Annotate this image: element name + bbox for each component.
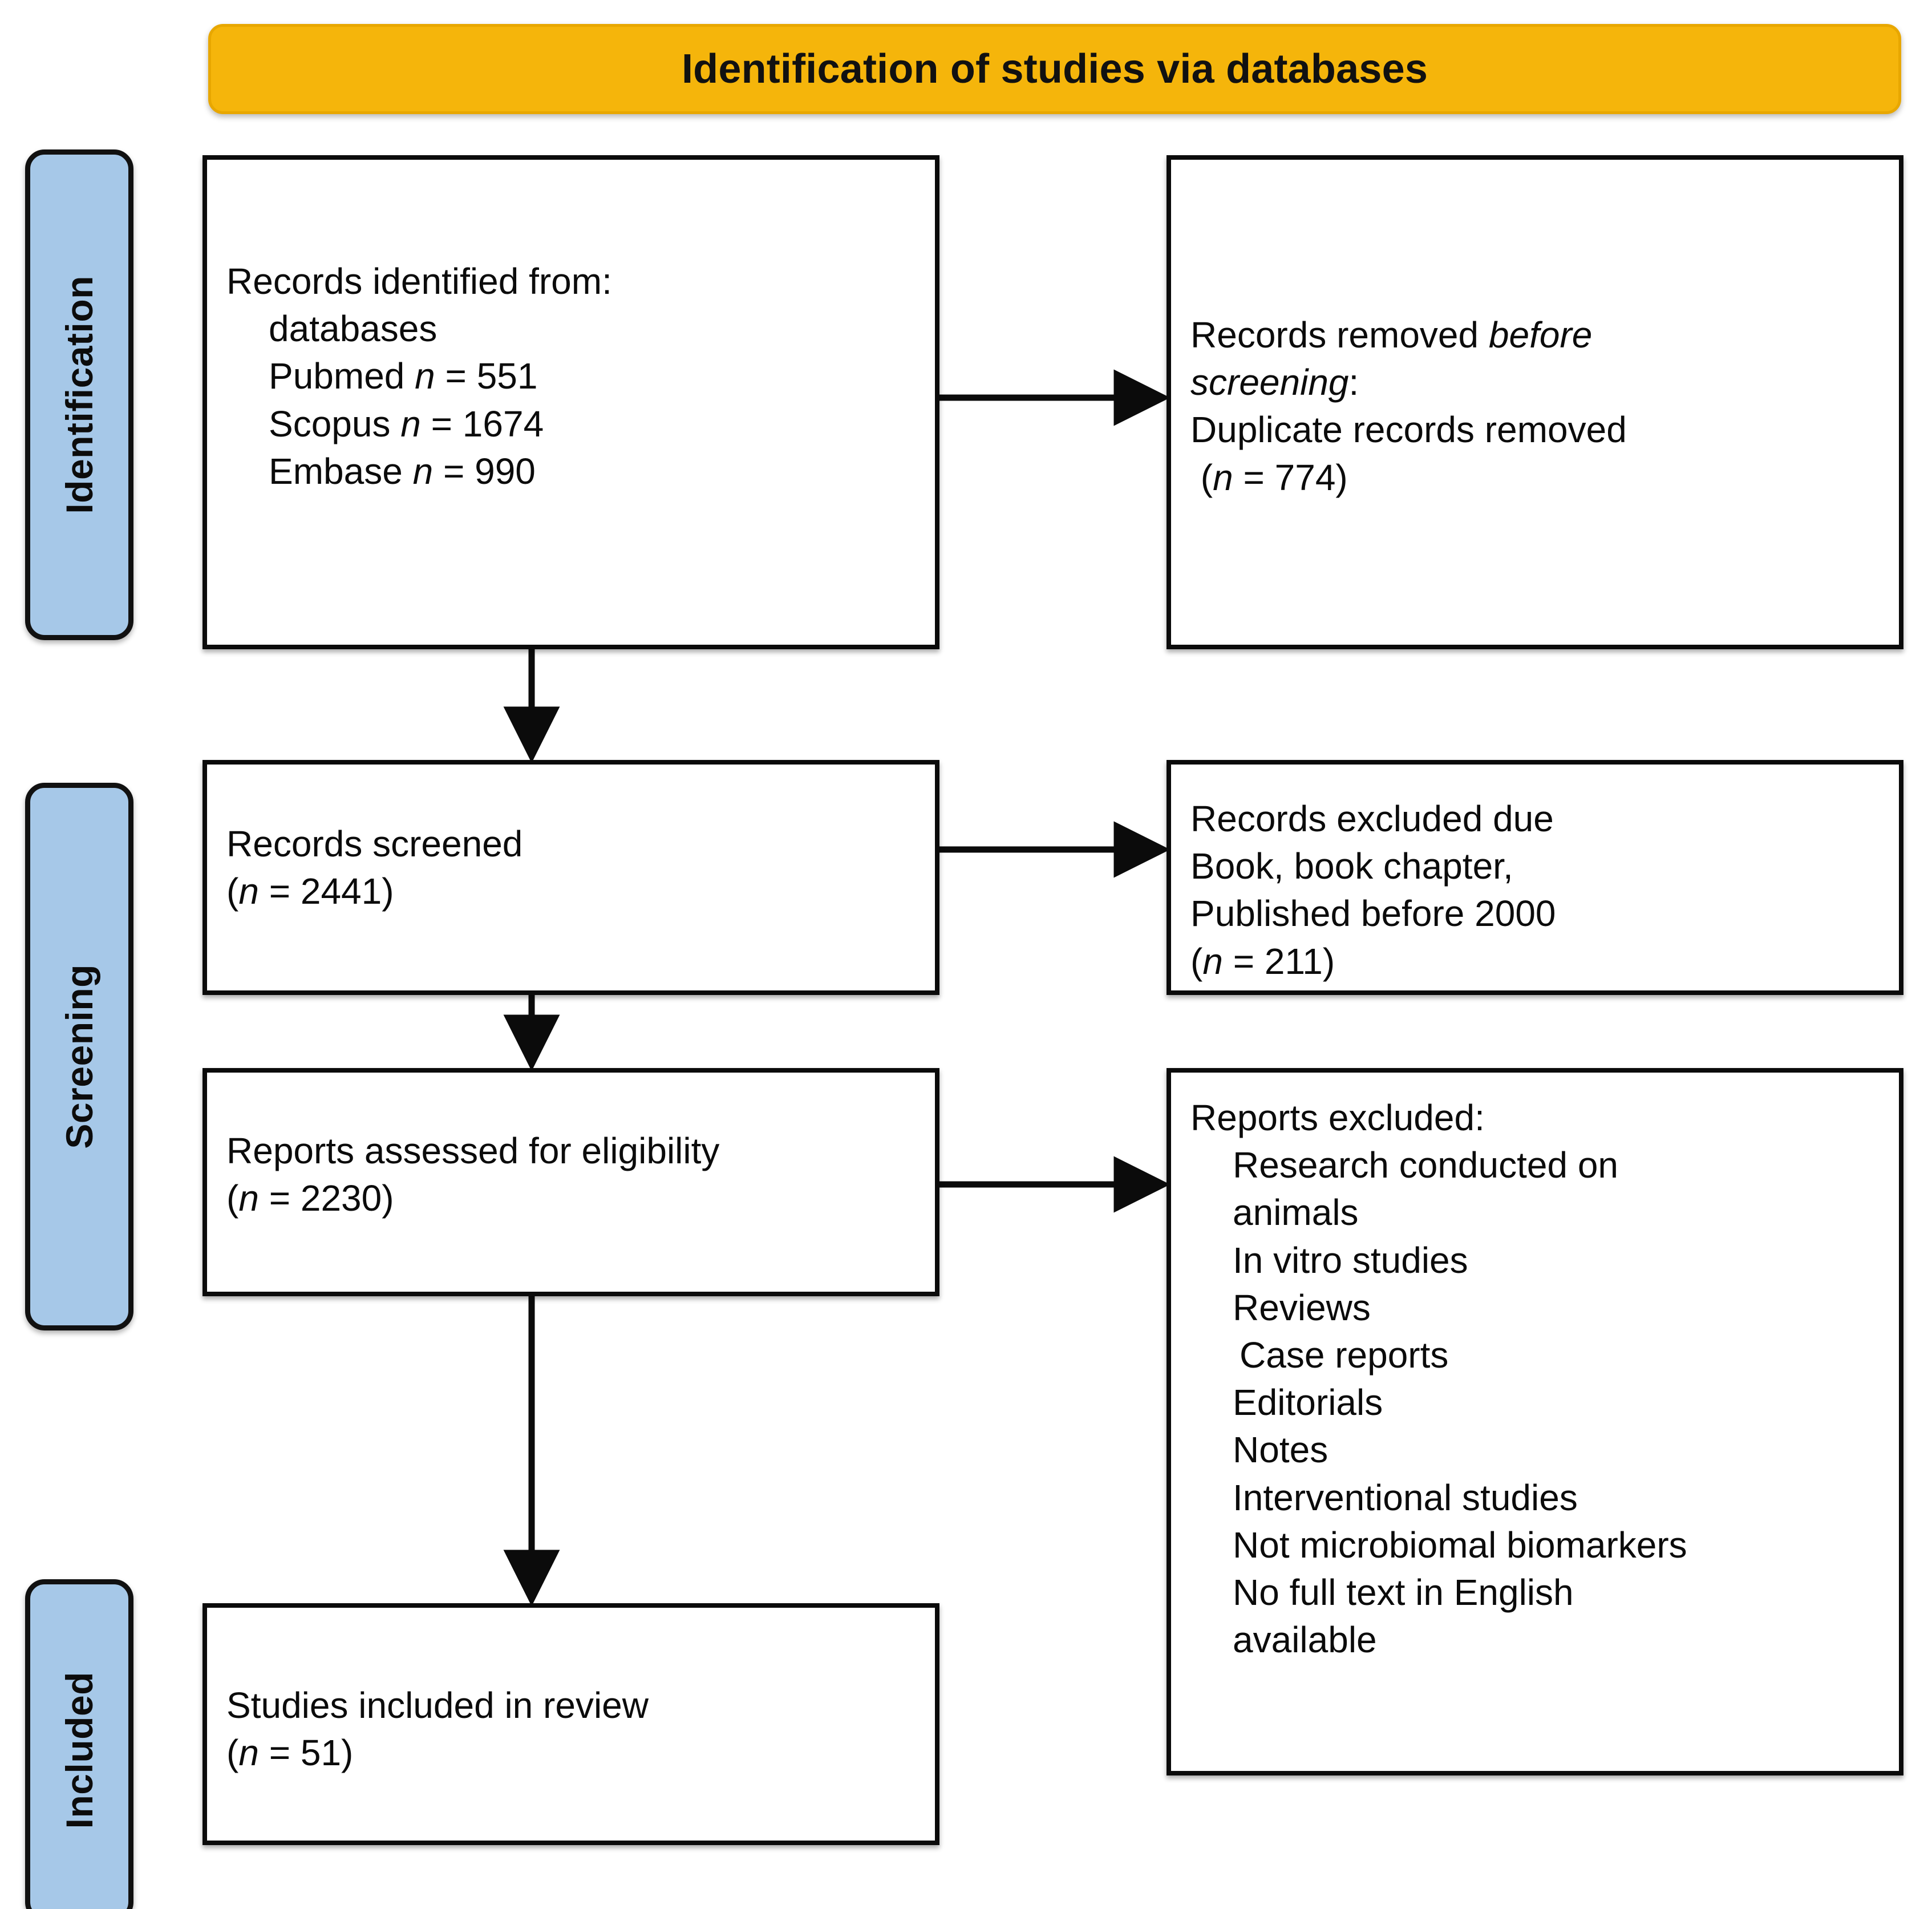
stage-tab-screening-label: Screening (58, 964, 100, 1149)
reports-excluded-reason-9: Not microbiomal biomarkers (1233, 1524, 1687, 1566)
records-identified-title: Records identified from: (226, 261, 612, 302)
stage-tab-identification: Identification (25, 149, 133, 640)
stage-tab-included: Included (25, 1579, 133, 1909)
reports-excluded-reason-8: Interventional studies (1233, 1477, 1578, 1518)
reports-excluded-reason-10: No full text in English (1233, 1571, 1574, 1613)
records-excluded-reason-2: Published before 2000 (1190, 893, 1556, 935)
page-title: Identification of studies via databases (681, 46, 1428, 92)
reports-excluded-title: Reports excluded: (1190, 1097, 1485, 1138)
records-excluded-count: (n = 211) (1190, 940, 1335, 982)
records-identified-source-scopus: Scopus n = 1674 (269, 403, 544, 444)
diagram-header-banner: Identification of studies via databases (208, 24, 1901, 114)
records-screened-count: (n = 2441) (226, 871, 394, 912)
reports-excluded-reason-3: In vitro studies (1233, 1239, 1468, 1281)
studies-included-title: Studies included in review (226, 1685, 649, 1726)
box-records-excluded: Records excluded due Book, book chapter,… (1167, 760, 1903, 995)
records-excluded-reason-1: Book, book chapter, (1190, 846, 1513, 887)
records-identified-source-pubmed: Pubmed n = 551 (269, 355, 538, 397)
reports-excluded-reason-7: Notes (1233, 1429, 1328, 1471)
box-records-identified: Records identified from: databases Pubme… (202, 155, 939, 649)
records-identified-source-embase: Embase n = 990 (269, 450, 536, 492)
stage-tab-identification-label: Identification (58, 276, 100, 514)
reports-excluded-reason-1: Research conducted on (1233, 1144, 1618, 1186)
studies-included-count: (n = 51) (226, 1732, 354, 1774)
records-excluded-title: Records excluded due (1190, 798, 1554, 839)
stage-tab-included-label: Included (58, 1672, 100, 1829)
reports-excluded-reason-6: Editorials (1233, 1382, 1383, 1423)
records-removed-line-1: Records removed before (1190, 314, 1593, 355)
records-screened-title: Records screened (226, 823, 523, 864)
reports-excluded-reason-4: Reviews (1233, 1287, 1371, 1328)
box-records-removed-before-screening: Records removed before screening: Duplic… (1167, 155, 1903, 649)
box-reports-excluded: Reports excluded: Research conducted on … (1167, 1068, 1903, 1775)
reports-excluded-reason-2: animals (1233, 1192, 1359, 1233)
reports-eligibility-title: Reports assessed for eligibility (226, 1130, 720, 1171)
records-identified-source-label: databases (269, 308, 438, 350)
records-removed-count: (n = 774) (1190, 456, 1348, 498)
box-studies-included-in-review: Studies included in review (n = 51) (202, 1603, 939, 1845)
reports-excluded-reason-5: Case reports (1240, 1334, 1449, 1376)
records-removed-line-3: Duplicate records removed (1190, 409, 1627, 451)
box-reports-assessed-for-eligibility: Reports assessed for eligibility (n = 22… (202, 1068, 939, 1296)
stage-tab-screening: Screening (25, 783, 133, 1330)
reports-excluded-reason-11: available (1233, 1619, 1377, 1661)
records-removed-line-2: screening: (1190, 362, 1359, 403)
box-records-screened: Records screened (n = 2441) (202, 760, 939, 995)
reports-eligibility-count: (n = 2230) (226, 1178, 394, 1219)
